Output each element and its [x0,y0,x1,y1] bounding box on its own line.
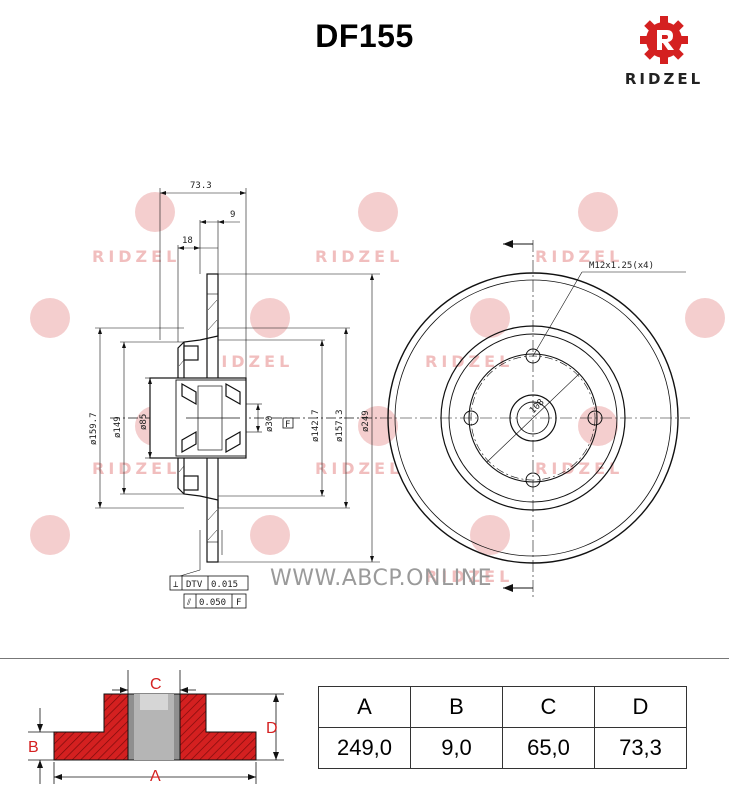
dim-249: ø249 [361,410,371,432]
spec-value-d: 73,3 [594,727,687,769]
spec-value-row: 249,0 9,0 65,0 73,3 [318,727,687,769]
legend-diagram: C B D A [28,670,284,785]
spec-table: A B C D 249,0 9,0 65,0 73,3 [318,686,687,769]
dim-142: ø142.7 [311,409,321,442]
watermark-layer: RIDZEL RIDZEL RIDZEL RIDZEL RIDZEL RIDZE… [30,192,725,586]
dim-149: ø149 [113,416,123,438]
section-view [95,188,380,577]
watermark-text: RIDZEL [425,352,513,371]
spec-header-d: D [594,686,687,728]
thread-label: M12x1.25(x4) [589,261,654,271]
watermark-text: RIDZEL [92,459,180,478]
legend-label-a: A [150,768,161,785]
dim-flange: 9 [230,210,235,220]
logo-wordmark: RIDZEL [624,70,704,88]
section-divider [0,658,729,659]
section-arrows [503,240,513,592]
watermark-text: RIDZEL [315,459,403,478]
spec-header-a: A [318,686,411,728]
dim-157: ø157.3 [335,409,345,442]
spec-header-row: A B C D [318,686,687,728]
watermark-text: RIDZEL [205,352,293,371]
tol-symbol: ⟂ [173,580,179,590]
tolerance-frames: ⟂ DTV 0.015 ⫽ 0.050 F [169,575,249,609]
dim-hub: 18 [182,236,193,246]
tol-dtv-label: DTV [186,580,203,590]
legend-label-d: D [266,720,278,737]
ridzel-logo: RIDZEL [612,14,716,94]
front-view [380,240,690,600]
tol-flatness-symbol: ⫽ [186,598,191,608]
spec-value-b: 9,0 [410,727,503,769]
dim-85: ø85 [139,414,149,430]
tol-flatness-ref: F [236,598,241,608]
watermark-text: RIDZEL [92,247,180,266]
dim-30: ø30 [265,416,275,432]
spec-header-c: C [502,686,595,728]
product-code-title: DF155 [315,18,414,54]
legend-label-c: C [150,676,162,693]
spec-value-c: 65,0 [502,727,595,769]
spec-header-b: B [410,686,503,728]
dim-159: ø159.7 [89,412,99,445]
watermark-text: RIDZEL [535,459,623,478]
spec-value-a: 249,0 [318,727,411,769]
watermark-text: RIDZEL [425,567,513,586]
site-watermark: WWW.ABCP.ONLINE [270,566,493,591]
datum-label: F [285,420,290,430]
watermark-text: RIDZEL [315,247,403,266]
gear-logo-icon [640,16,688,64]
watermark-text: RIDZEL [535,247,623,266]
pcd-label: 108 [528,398,547,417]
dim-overall-width: 73.3 [190,181,212,191]
tol-dtv-value: 0.015 [211,580,238,590]
tol-flatness-value: 0.050 [199,598,226,608]
section-dimensions: 73.3 9 18 F ø159.7 ø149 ø85 ø30 ø142.7 ø… [89,181,371,445]
legend-label-b: B [28,739,39,756]
